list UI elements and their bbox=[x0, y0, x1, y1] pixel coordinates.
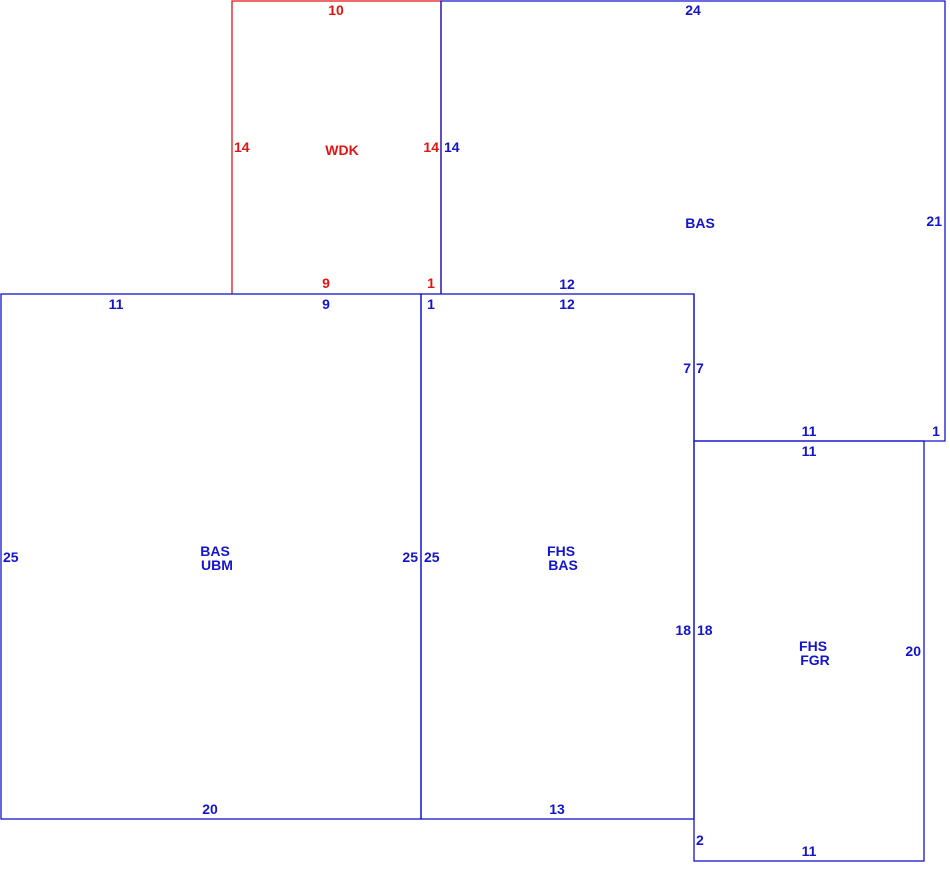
dim-fhsbas-left: 25 bbox=[424, 549, 440, 565]
dim-fgr-bottom: 11 bbox=[802, 843, 817, 859]
dim-bas-top-bottom-right: 1 bbox=[932, 423, 940, 439]
area-label-fhs-fgr: FHS FGR bbox=[799, 638, 831, 668]
dim-fgr-top: 11 bbox=[802, 443, 817, 459]
dim-fhsbas-top: 12 bbox=[559, 296, 575, 312]
dim-bas-top-bottom-left: 12 bbox=[559, 276, 575, 292]
dim-fhsbas-bottom: 13 bbox=[549, 801, 565, 817]
dim-wdk-right: 14 bbox=[423, 139, 439, 155]
dim-bas-top-left: 14 bbox=[444, 139, 460, 155]
dim-wdk-left: 14 bbox=[234, 139, 250, 155]
dim-ubm-left: 25 bbox=[3, 549, 19, 565]
area-label-bas-ubm: BAS UBM bbox=[200, 543, 233, 573]
dim-ubm-bottom: 20 bbox=[202, 801, 218, 817]
dim-bas-top-right: 21 bbox=[926, 213, 942, 229]
fhs-fgr-outline bbox=[693, 440, 925, 862]
area-label-wdk: WDK bbox=[325, 142, 358, 158]
dim-ubm-top-right: 9 bbox=[322, 296, 330, 312]
dim-fhsbas-upper-right: 7 bbox=[683, 360, 691, 376]
dim-bas-top-step: 7 bbox=[696, 360, 704, 376]
dim-fhsbas-top-left: 1 bbox=[427, 296, 435, 312]
dim-wdk-bottom-right: 1 bbox=[427, 275, 435, 291]
dim-fgr-right: 20 bbox=[905, 643, 921, 659]
dim-fgr-left: 18 bbox=[697, 622, 713, 638]
area-label-fhs-bas: FHS BAS bbox=[547, 543, 579, 573]
dim-ubm-top-left: 11 bbox=[109, 296, 124, 312]
dim-fhsbas-lower-right: 18 bbox=[675, 622, 691, 638]
dim-wdk-bottom-left: 9 bbox=[322, 275, 330, 291]
area-label-bas-top: BAS bbox=[685, 215, 715, 231]
dim-bas-top-top: 24 bbox=[685, 2, 701, 18]
dim-ubm-right: 25 bbox=[402, 549, 418, 565]
dim-wdk-top: 10 bbox=[328, 2, 344, 18]
dim-fgr-bottom-left: 2 bbox=[696, 832, 704, 848]
dim-bas-top-bottom: 11 bbox=[802, 423, 817, 439]
